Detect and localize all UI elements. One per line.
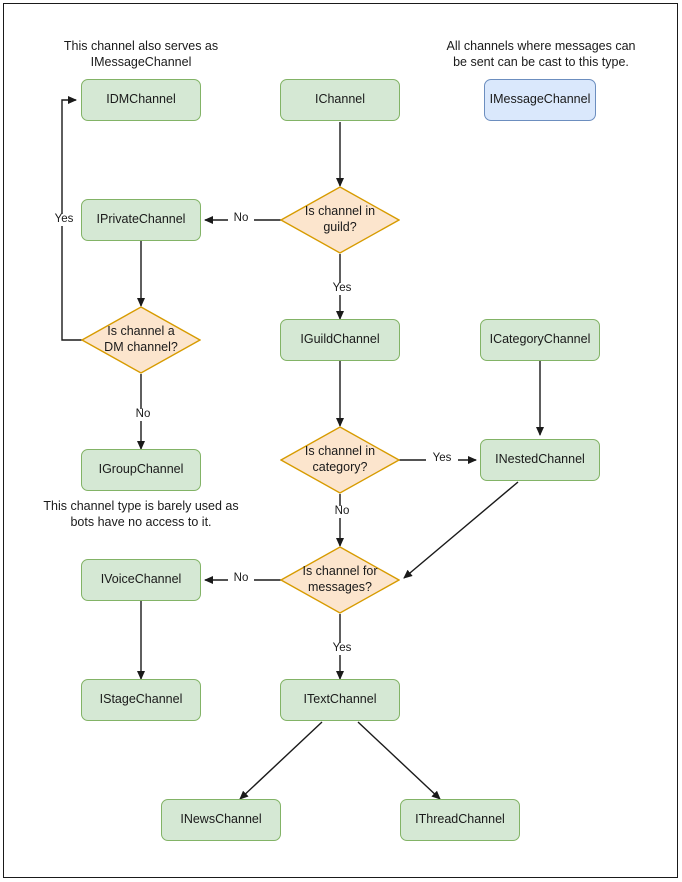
- node-idmchannel-label: IDMChannel: [106, 92, 176, 107]
- node-igroupchannel[interactable]: IGroupChannel: [81, 449, 201, 491]
- decision-is-channel-a-dm-channel[interactable]: Is channel a DM channel?: [81, 306, 201, 374]
- edge-label-messages-no: No: [228, 572, 254, 585]
- edge-label-category-no: No: [329, 505, 355, 518]
- node-idmchannel[interactable]: IDMChannel: [81, 79, 201, 121]
- note-message-channel-line2: be sent can be cast to this type.: [453, 55, 629, 70]
- edge-label-category-yes: Yes: [426, 452, 458, 465]
- node-icategorychannel[interactable]: ICategoryChannel: [480, 319, 600, 361]
- node-inewschannel-label: INewsChannel: [180, 812, 262, 827]
- node-iprivatechannel[interactable]: IPrivateChannel: [81, 199, 201, 241]
- decision-is-channel-for-messages[interactable]: Is channel for messages?: [280, 546, 400, 614]
- node-istagechannel-label: IStageChannel: [99, 692, 183, 707]
- node-inewschannel[interactable]: INewsChannel: [161, 799, 281, 841]
- node-ivoicechannel-label: IVoiceChannel: [100, 572, 182, 587]
- node-inestedchannel-label: INestedChannel: [495, 452, 585, 467]
- node-imessagechannel[interactable]: IMessageChannel: [484, 79, 596, 121]
- node-istagechannel[interactable]: IStageChannel: [81, 679, 201, 721]
- diamond-shape-icon: [280, 546, 400, 614]
- decision-is-channel-in-category[interactable]: Is channel in category?: [280, 426, 400, 494]
- edge-label-dm-no: No: [130, 408, 156, 421]
- edge-label-guild-yes: Yes: [326, 282, 358, 295]
- node-itextchannel-label: ITextChannel: [303, 692, 377, 707]
- note-dm-channel-line2: IMessageChannel: [90, 55, 192, 70]
- note-group-channel-line1: This channel type is barely used as: [43, 499, 239, 513]
- node-iguildchannel[interactable]: IGuildChannel: [280, 319, 400, 361]
- node-igroupchannel-label: IGroupChannel: [98, 462, 184, 477]
- node-imessagechannel-label: IMessageChannel: [489, 92, 591, 107]
- node-inestedchannel[interactable]: INestedChannel: [480, 439, 600, 481]
- edge-label-guild-no: No: [228, 212, 254, 225]
- note-dm-channel: This channel also serves as IMessageChan…: [53, 38, 229, 71]
- node-itextchannel[interactable]: ITextChannel: [280, 679, 400, 721]
- node-icategorychannel-label: ICategoryChannel: [489, 332, 591, 347]
- node-ichannel-label: IChannel: [314, 92, 366, 107]
- diamond-shape-icon: [81, 306, 201, 374]
- node-iguildchannel-label: IGuildChannel: [300, 332, 380, 347]
- node-ithreadchannel-label: IThreadChannel: [415, 812, 505, 827]
- node-ivoicechannel[interactable]: IVoiceChannel: [81, 559, 201, 601]
- note-message-channel-line1: All channels where messages can: [446, 39, 636, 53]
- diamond-shape-icon: [280, 426, 400, 494]
- node-ithreadchannel[interactable]: IThreadChannel: [400, 799, 520, 841]
- note-dm-channel-line1: This channel also serves as: [63, 39, 219, 53]
- note-message-channel: All channels where messages can be sent …: [438, 38, 644, 71]
- note-group-channel: This channel type is barely used as bots…: [38, 498, 244, 531]
- node-iprivatechannel-label: IPrivateChannel: [96, 212, 186, 227]
- diamond-shape-icon: [280, 186, 400, 254]
- node-ichannel[interactable]: IChannel: [280, 79, 400, 121]
- edge-label-messages-yes: Yes: [326, 642, 358, 655]
- edge-label-dm-yes: Yes: [48, 213, 80, 226]
- decision-is-channel-in-guild[interactable]: Is channel in guild?: [280, 186, 400, 254]
- note-group-channel-line2: bots have no access to it.: [70, 515, 212, 530]
